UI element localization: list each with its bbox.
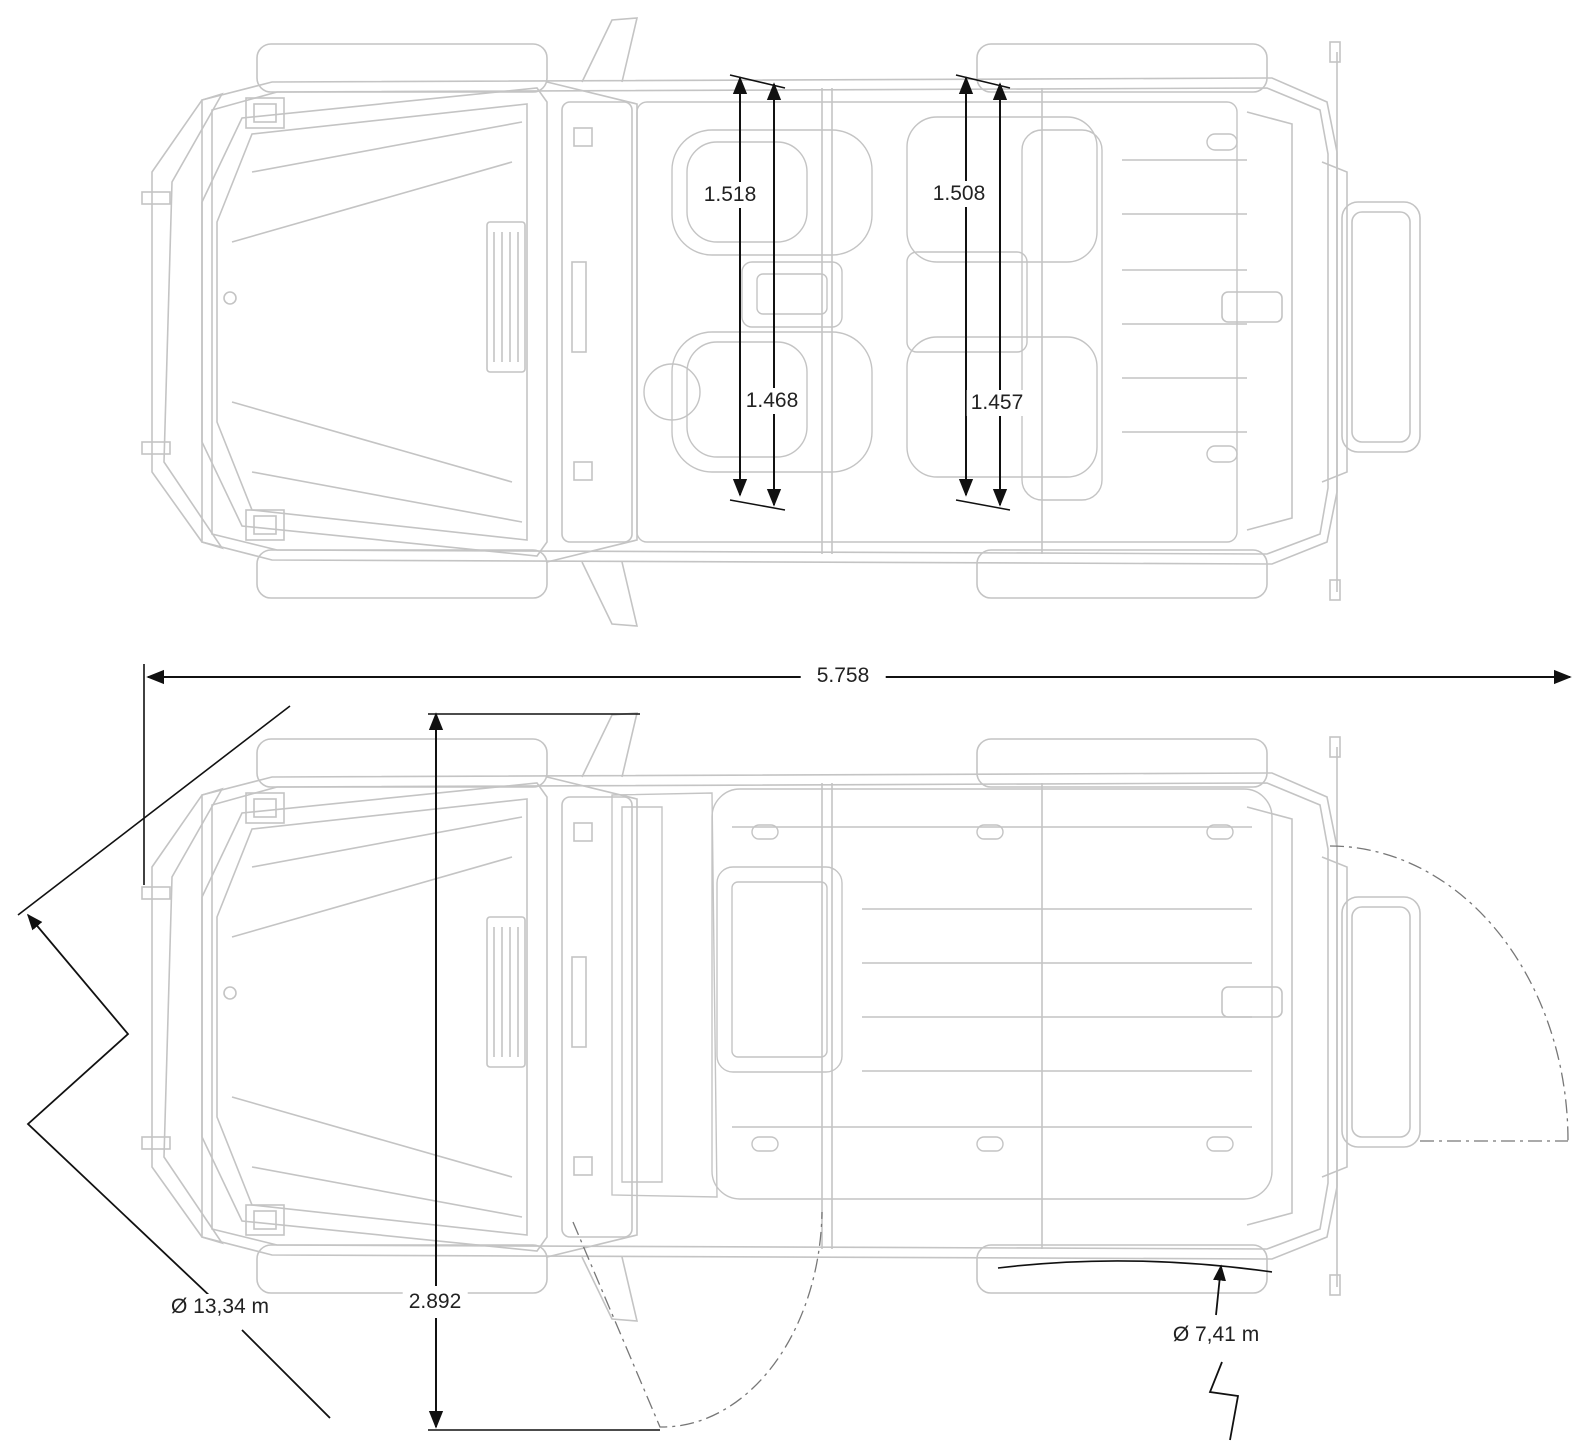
top-view-interior: [141, 17, 1421, 627]
overall-length-label: 5.758: [800, 663, 886, 689]
overall-width-label: 2.892: [402, 1286, 468, 1318]
outer-turning-circle-label: Ø 13,34 m: [166, 1294, 274, 1320]
top-view-roof: [141, 712, 1421, 1322]
front-track-right-label: 1.468: [741, 388, 803, 414]
rear-track-right-label: 1.457: [966, 390, 1028, 416]
rear-track-left-label: 1.508: [928, 181, 990, 207]
turning-arcs: [572, 845, 1569, 1428]
inner-turning-circle-label: Ø 7,41 m: [1168, 1322, 1264, 1348]
front-track-left-label: 1.518: [699, 182, 761, 208]
